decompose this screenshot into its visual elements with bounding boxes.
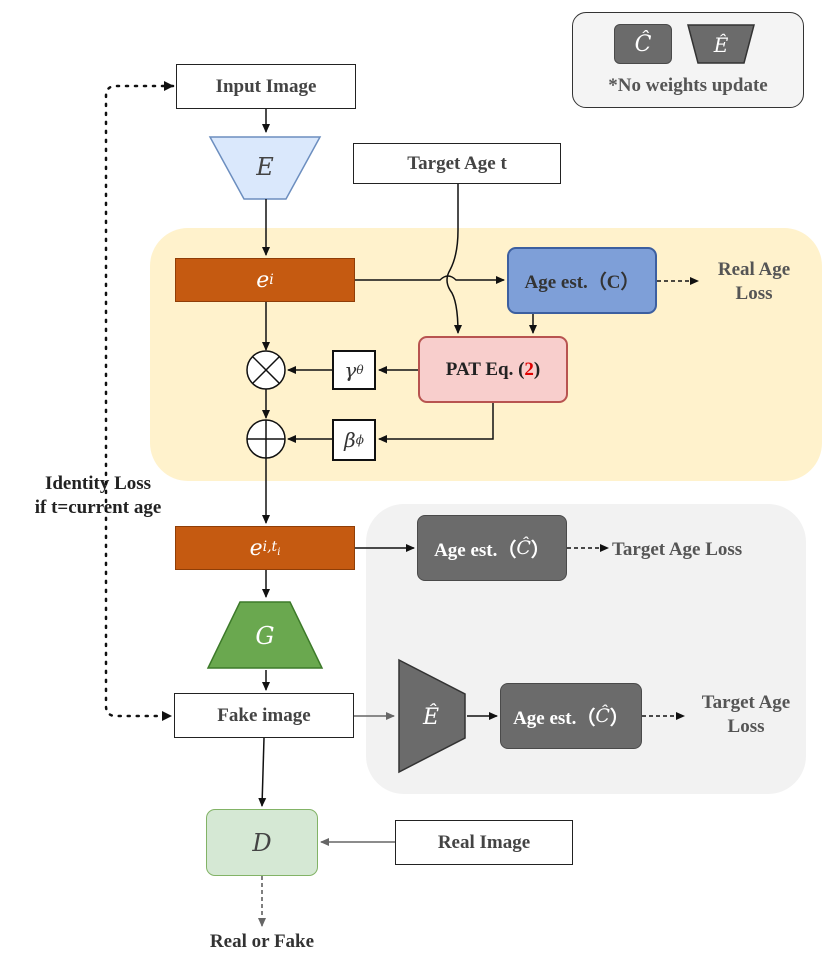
real-image-box: Real Image — [395, 820, 573, 865]
encoder-e-label: E — [255, 153, 274, 181]
age-estimator-chat-2-prefix: Age est.（ — [513, 707, 596, 729]
embedding-ei-symbol: e — [256, 267, 270, 293]
embedding-eit-symbol: e — [249, 535, 263, 561]
identity-loss-dotted-path — [104, 84, 175, 718]
pat-equation-suffix: ) — [533, 358, 541, 380]
age-estimator-chat-box-1: Age est.（Ĉ） — [417, 515, 567, 581]
encoder-ehat-label: Ê — [422, 703, 439, 730]
input-image-box: Input Image — [176, 64, 356, 109]
embedding-ei-subscript: i — [269, 272, 274, 288]
legend-c-hat-icon: Ĉ — [614, 24, 672, 64]
age-estimator-c-box: Age est.（C） — [507, 247, 657, 314]
pat-equation-prefix: PAT Eq. ( — [445, 358, 525, 380]
age-estimator-chat-1-suffix: ） — [530, 539, 550, 561]
age-estimator-c-label: Age est.（C） — [524, 272, 640, 293]
identity-loss-arrowhead-bottom — [162, 711, 172, 721]
add-operator — [246, 419, 286, 459]
identity-loss-line-2: if t=current age — [34, 496, 162, 518]
embedding-eit-subsubscript: i — [277, 546, 281, 558]
age-estimator-chat-1-prefix: Age est.（ — [434, 539, 517, 561]
encoder-ehat-shape: Ê — [398, 658, 466, 774]
identity-loss-line-1: Identity Loss — [44, 473, 152, 494]
identity-loss-arrowhead-top — [164, 81, 174, 91]
pat-equation-ref: 2 — [524, 358, 534, 380]
fake-image-box: Fake image — [174, 693, 354, 738]
generator-g-label: G — [255, 622, 274, 650]
discriminator-d-label: D — [252, 828, 272, 857]
arrow-target-age-to-pat — [446, 184, 462, 334]
embedding-eit-subscript: i,t — [262, 538, 278, 555]
beta-subscript: ϕ — [355, 433, 364, 447]
identity-loss-label: Identity Loss if t=current age — [8, 472, 188, 520]
arrow-embedding-to-age-est — [355, 275, 505, 284]
encoder-e-shape: E — [208, 136, 322, 200]
gamma-subscript: θ — [356, 363, 364, 377]
age-estimator-chat-1-symbol: Ĉ — [516, 537, 531, 559]
gamma-symbol: γ — [344, 358, 357, 382]
legend-note: *No weights update — [608, 75, 768, 96]
discriminator-d-box: D — [206, 809, 318, 876]
multiply-operator — [246, 350, 286, 390]
generator-g-shape: G — [206, 601, 324, 669]
target-age-box: Target Age t — [353, 143, 561, 184]
legend-e-hat-icon: Ê — [687, 24, 755, 64]
target-age-loss-label-2: Target Age Loss — [701, 692, 791, 737]
beta-symbol: β — [344, 428, 356, 452]
age-estimator-chat-box-2: Age est.（Ĉ） — [500, 683, 642, 749]
arrow-pat-to-beta — [378, 403, 494, 443]
real-age-loss-label: Real Age Loss — [717, 259, 791, 304]
arrow-fake-to-discriminator — [258, 737, 267, 807]
real-or-fake-label: Real or Fake — [209, 931, 315, 952]
age-estimator-chat-2-symbol: Ĉ — [595, 705, 610, 727]
pat-equation-box: PAT Eq. (2) — [418, 336, 568, 403]
legend-box — [572, 12, 804, 108]
legend-e-hat-label: Ê — [713, 33, 729, 57]
age-estimator-chat-2-suffix: ） — [609, 707, 629, 729]
target-age-loss-label-1: Target Age Loss — [612, 539, 743, 560]
